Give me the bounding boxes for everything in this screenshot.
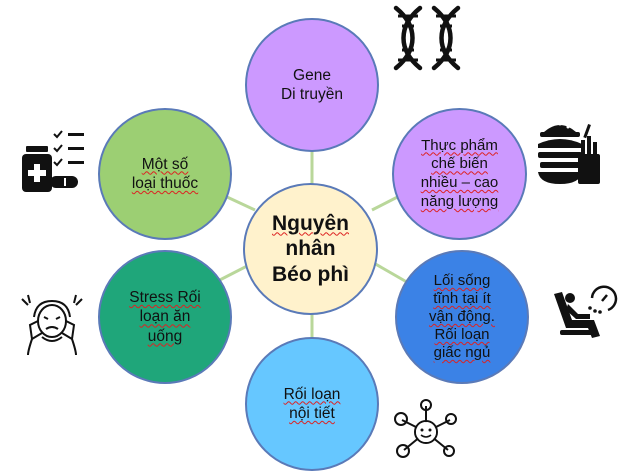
node-processed-food-line-1: Thực phẩm bbox=[421, 136, 498, 154]
node-medication: Một số loại thuốc bbox=[98, 108, 232, 240]
node-processed-food: Thực phẩm chế biến nhiều – cao năng lượn… bbox=[392, 108, 527, 240]
node-endocrine-line-1: Rối loạn bbox=[283, 385, 341, 403]
fast-food-icon bbox=[538, 122, 600, 184]
molecule-icon bbox=[394, 399, 457, 458]
node-medication-line-1: Một số bbox=[141, 155, 189, 173]
dna-icon bbox=[393, 5, 461, 71]
node-stress-line-3: uống bbox=[147, 327, 183, 345]
node-medication-line-2: loại thuốc bbox=[131, 175, 199, 192]
node-lifestyle: Lối sống tĩnh tại ít vận động. Rối loạn … bbox=[395, 250, 529, 384]
node-endocrine-line-2: nội tiết bbox=[289, 405, 335, 422]
node-gene: Gene Di truyền bbox=[245, 18, 379, 152]
center-line-1: Nguyên bbox=[271, 211, 349, 235]
node-lifestyle-line-5: giấc ngủ bbox=[433, 344, 491, 361]
center-line-3: Béo phì bbox=[271, 262, 349, 286]
center-node: Nguyên nhân Béo phì bbox=[243, 183, 378, 315]
node-lifestyle-line-2: tĩnh tại ít bbox=[433, 290, 491, 307]
node-endocrine: Rối loạn nội tiết bbox=[245, 337, 379, 471]
node-lifestyle-line-3: vận động. bbox=[429, 308, 495, 325]
node-processed-food-line-3: nhiều – cao bbox=[420, 174, 499, 191]
node-stress: Stress Rối loạn ăn uống bbox=[98, 250, 232, 384]
medicine-icon bbox=[22, 130, 84, 192]
node-lifestyle-line-4: Rối loạn bbox=[434, 326, 490, 343]
node-processed-food-line-2: chế biến bbox=[431, 155, 488, 173]
center-line-2: nhân bbox=[285, 237, 336, 261]
node-stress-line-1: Stress Rối bbox=[129, 288, 201, 306]
sedentary-person-icon bbox=[554, 285, 618, 338]
node-processed-food-line-4: năng lượng bbox=[420, 192, 499, 210]
node-gene-line-2: Di truyền bbox=[280, 86, 344, 103]
stressed-person-icon bbox=[21, 294, 83, 356]
node-gene-line-1: Gene bbox=[293, 66, 331, 84]
node-stress-line-2: loạn ăn bbox=[139, 308, 191, 326]
node-lifestyle-line-1: Lối sống bbox=[433, 272, 491, 289]
